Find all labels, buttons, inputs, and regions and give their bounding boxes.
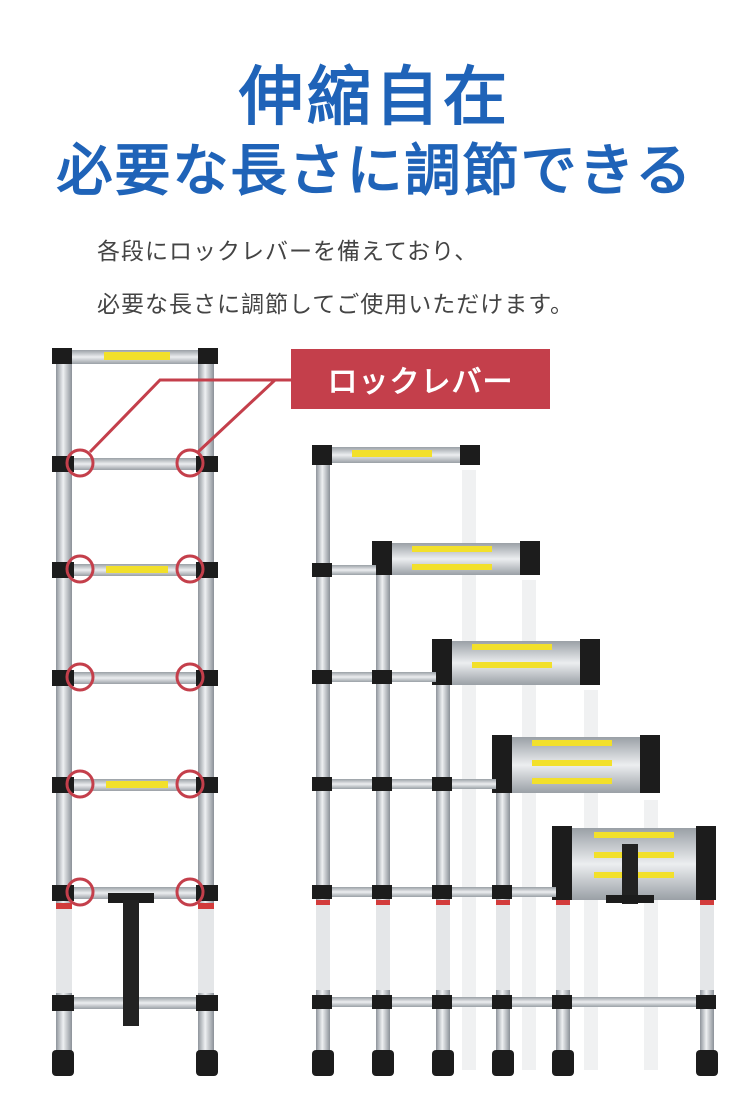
description-line2: 必要な長さに調節してご使用いただけます。 [97,292,575,318]
headline-line1: 伸縮自在 [239,61,511,135]
callout-leader-lines [88,378,291,454]
headline-line2: 必要な長さに調節できる [56,139,694,204]
description-line1: 各段にロックレバーを備えており、 [97,239,479,265]
lock-lever-highlights [65,448,205,907]
collapsing-ladder-sequence [312,445,718,1076]
lock-lever-callout: ロックレバー [291,349,550,409]
extended-ladder [52,348,218,1076]
